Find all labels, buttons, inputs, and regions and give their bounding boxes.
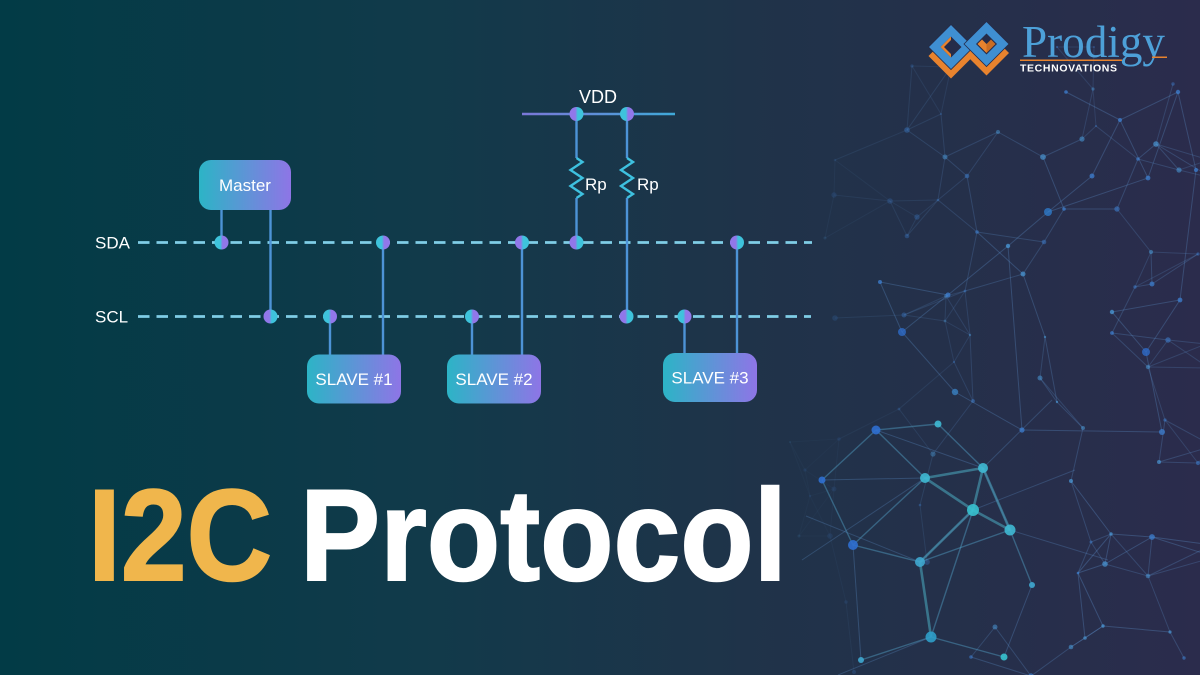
svg-text:SCL: SCL bbox=[95, 308, 128, 327]
svg-text:Rp: Rp bbox=[637, 175, 659, 194]
svg-text:VDD: VDD bbox=[579, 87, 617, 107]
svg-text:Rp: Rp bbox=[585, 175, 607, 194]
svg-text:TECHNOVATIONS: TECHNOVATIONS bbox=[1020, 63, 1120, 75]
svg-text:Master: Master bbox=[219, 176, 271, 195]
svg-text:Protocol: Protocol bbox=[300, 462, 787, 608]
svg-text:SDA: SDA bbox=[95, 234, 131, 253]
svg-text:Prodigy: Prodigy bbox=[1022, 17, 1166, 67]
svg-text:SLAVE #2: SLAVE #2 bbox=[455, 370, 532, 389]
svg-text:SLAVE #3: SLAVE #3 bbox=[671, 369, 748, 388]
svg-text:SLAVE #1: SLAVE #1 bbox=[315, 370, 392, 389]
svg-text:I2C: I2C bbox=[88, 462, 272, 608]
